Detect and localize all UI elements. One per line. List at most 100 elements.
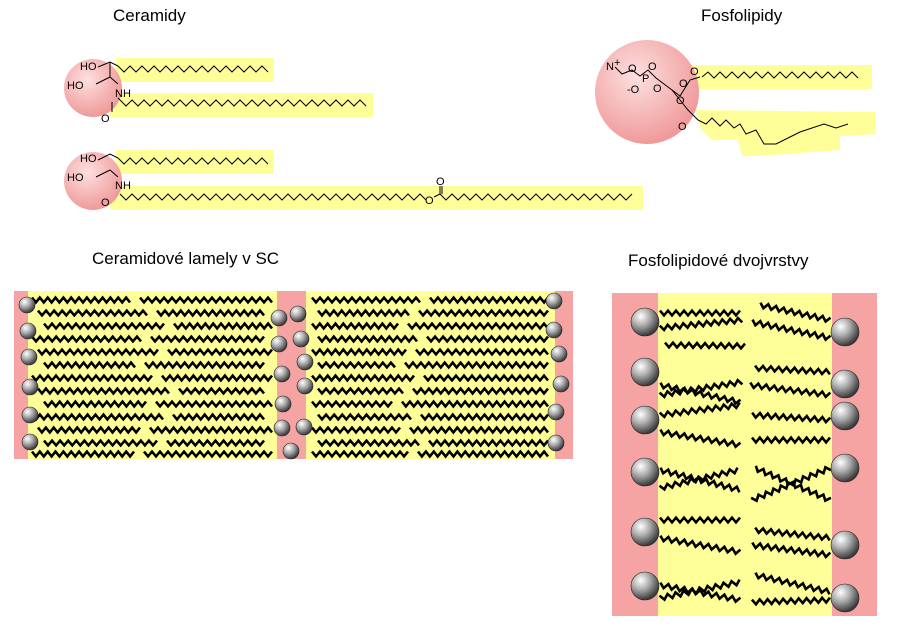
lipid-chain	[31, 334, 142, 344]
lipid-chain	[659, 308, 741, 318]
lipid-chain	[150, 334, 265, 344]
polar-head-ball	[289, 305, 307, 323]
lipid-chain	[30, 295, 132, 305]
chain-highlight	[690, 65, 872, 89]
phosphate-o-minus-label: -O	[627, 84, 640, 96]
lipid-chain	[311, 425, 401, 435]
polar-head-ball	[19, 322, 37, 340]
polar-head-ball	[547, 434, 565, 452]
lipid-chain	[36, 425, 142, 435]
polar-head-ball	[830, 583, 860, 613]
lipid-chain	[751, 319, 832, 342]
lipid-chain	[750, 465, 832, 503]
lipid-chain	[37, 347, 159, 357]
lipid-chain	[659, 581, 742, 604]
polar-head-ball	[830, 401, 860, 431]
bilayer-chains	[658, 302, 832, 607]
ceramides-title: Ceramidy	[113, 6, 186, 25]
lipid-chain	[43, 360, 136, 370]
ceramide-head-group	[64, 59, 122, 117]
lipid-chain	[311, 295, 421, 305]
polar-head-ball	[274, 395, 292, 413]
lipid-chain	[311, 399, 393, 409]
polar-head-ball	[830, 453, 860, 483]
lipid-chain	[408, 425, 550, 435]
lipid-chain	[751, 411, 832, 425]
lipid-chain	[37, 308, 148, 318]
lipid-chain	[428, 295, 550, 305]
bilayer-head-groups	[630, 307, 860, 613]
hydrophilic-region	[14, 291, 28, 459]
lipid-chain	[172, 412, 265, 422]
chain-highlight	[696, 110, 876, 156]
lipid-chain	[754, 465, 832, 503]
lipid-chain	[139, 295, 273, 305]
lipid-chain	[759, 302, 832, 324]
lipid-chain	[658, 315, 744, 333]
lipid-chain	[172, 321, 274, 331]
polar-head-ball	[545, 321, 563, 339]
phospholipid-structure: N + P O O -O O O O O O	[595, 40, 876, 156]
ceramide-structure-1: HO HO NH O	[64, 58, 373, 125]
lipid-chain	[317, 386, 404, 396]
phospholipid-head-group	[595, 40, 699, 144]
lipid-chain	[423, 373, 549, 383]
polar-head-ball	[21, 378, 39, 396]
lipid-chain	[658, 578, 741, 602]
lipid-chain	[310, 321, 400, 331]
lipid-chain	[311, 449, 409, 459]
lipid-chain	[418, 308, 549, 318]
lipid-chain	[404, 360, 549, 370]
ester-o-label: O	[679, 78, 688, 90]
hydroxyl-label: HO	[67, 80, 84, 92]
polar-head-ball	[630, 405, 660, 435]
lipid-chain	[412, 386, 549, 396]
phospholipids-title: Fosfolipidy	[701, 6, 783, 25]
polar-head-ball	[273, 419, 291, 437]
hydrophilic-region	[612, 293, 658, 616]
polar-head-ball	[21, 433, 39, 451]
lipid-chain	[148, 425, 274, 435]
polar-head-ball	[20, 348, 38, 366]
carbonyl-o-label: O	[436, 176, 445, 188]
lipid-chain	[426, 334, 549, 344]
phospholipid-bilayer-diagram	[612, 293, 877, 616]
polar-head-ball	[630, 571, 660, 601]
lipid-chain	[750, 435, 832, 445]
lipid-chain	[43, 438, 158, 448]
carbonyl-o-label: O	[101, 113, 110, 125]
polar-head-ball	[292, 330, 310, 348]
lipid-chain	[37, 386, 170, 396]
polar-head-ball	[830, 317, 860, 347]
hydroxyl-label: HO	[80, 153, 97, 165]
lipid-chain	[31, 412, 164, 422]
lipid-chain	[659, 428, 742, 449]
polar-head-ball	[550, 345, 568, 363]
polar-head-ball	[296, 377, 314, 395]
polar-head-ball	[630, 457, 660, 487]
lamellae-head-groups	[18, 292, 570, 460]
polar-head-ball	[270, 309, 288, 327]
hydrophilic-region	[832, 293, 877, 616]
hydroxyl-label: HO	[80, 61, 97, 73]
lipid-chain	[754, 363, 831, 377]
phospholipid-bilayers-title: Fosfolipidové dvojvrstvy	[628, 251, 809, 270]
carbonyl-o-label: O	[101, 197, 110, 209]
lamellae-chains	[30, 295, 550, 459]
amide-nh-label: NH	[115, 88, 131, 100]
lipid-chain	[143, 449, 273, 459]
polar-head-ball	[830, 530, 860, 560]
polar-head-ball	[830, 369, 860, 399]
phosphate-o-label: O	[628, 63, 637, 75]
carbonyl-o-label: O	[690, 66, 699, 78]
lipid-chain	[407, 321, 549, 331]
ester-o-label: O	[425, 195, 434, 207]
lipid-chain	[160, 373, 274, 383]
lipid-chain	[658, 378, 744, 399]
lipid-chain	[658, 467, 739, 492]
polar-head-ball	[295, 418, 313, 436]
ceramide-lamellae-diagram	[14, 291, 573, 460]
lipid-chain	[43, 321, 165, 331]
choline-nitrogen-label: N	[606, 61, 614, 73]
